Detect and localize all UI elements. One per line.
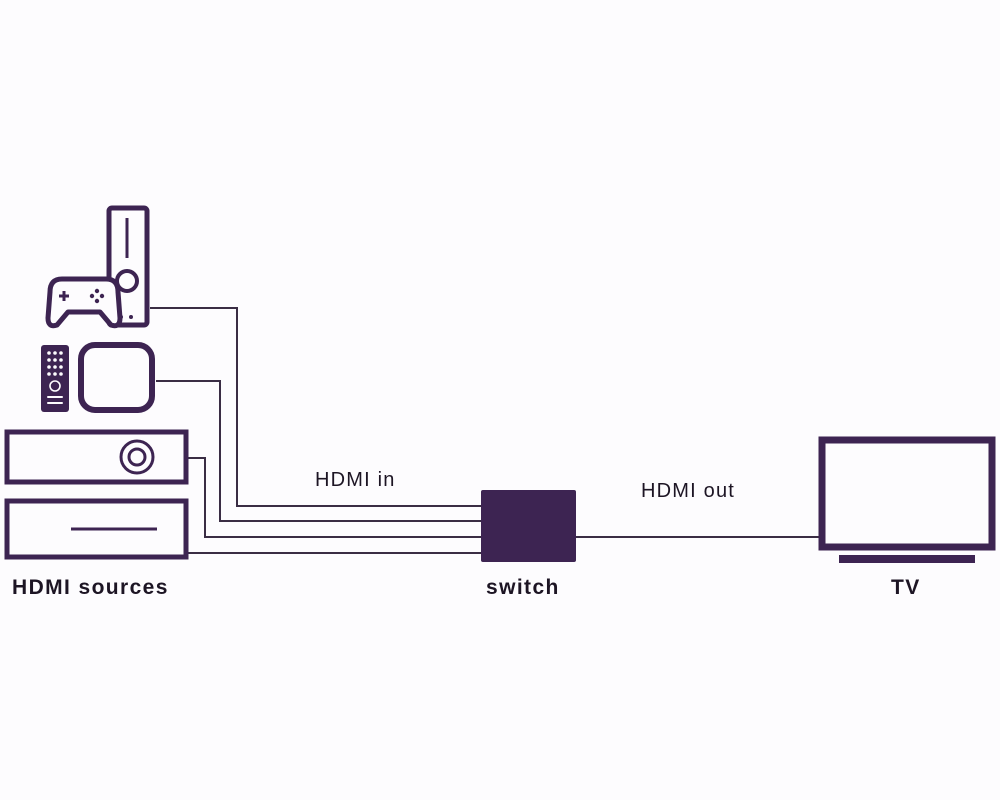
cable-console [150, 307, 481, 507]
hdmi-in-cables [150, 307, 481, 554]
remote-control-icon [41, 345, 69, 412]
gamepad-icon [45, 276, 123, 329]
tv-icon [818, 436, 996, 563]
av-receiver-icon [4, 429, 189, 485]
hdmi-switch-icon [481, 490, 576, 562]
cable-receiver [187, 457, 481, 538]
tv-label: TV [891, 576, 921, 599]
hdmi-out-label: HDMI out [641, 480, 736, 502]
streaming-box-icon [78, 342, 155, 413]
switch-label: switch [486, 576, 560, 599]
hdmi-in-label: HDMI in [315, 469, 396, 491]
disc-player-icon [4, 498, 189, 560]
cable-streaming-box [156, 380, 481, 522]
hdmi-sources-label: HDMI sources [12, 576, 169, 599]
